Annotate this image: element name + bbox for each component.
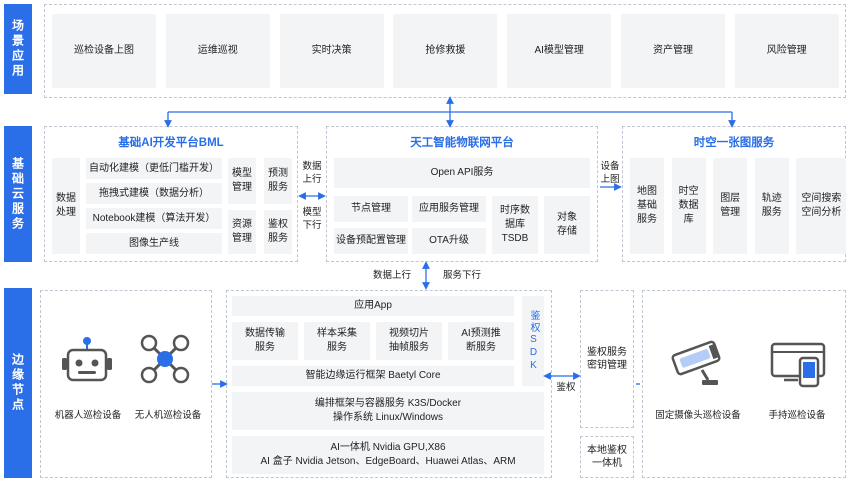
side-label-edge: 边缘节点 xyxy=(4,288,32,478)
map-item: 图层 管理 xyxy=(713,158,748,254)
edge-orchestration-os: 编排框架与容器服务 K3S/Docker 操作系统 Linux/Windows xyxy=(232,392,544,430)
map-item: 轨迹 服务 xyxy=(754,158,789,254)
scene-item: AI模型管理 xyxy=(507,14,612,88)
auth-link-label: 鉴权 xyxy=(556,382,576,393)
cloud-edge-up-label: 数据上行 xyxy=(372,270,411,281)
edge-auth-sdk: 鉴权SDK xyxy=(522,296,544,386)
map-item: 空间搜索 空间分析 xyxy=(796,158,847,254)
scene-item: 风险管理 xyxy=(734,14,839,88)
edge-module: 视频切片 抽帧服务 xyxy=(376,322,442,360)
edge-module: 样本采集 服务 xyxy=(304,322,370,360)
side-label-cloud: 基础云服务 xyxy=(4,126,32,262)
bml-predict-service: 预测 服务 xyxy=(264,158,292,204)
scene-item: 抢修救援 xyxy=(393,14,498,88)
iot-map-link-label: 设备 上图 xyxy=(600,161,620,185)
map-item: 地图 基础 服务 xyxy=(630,158,664,254)
bml-iot-up-label: 数据 上行 xyxy=(302,161,322,185)
local-auth-label: 本地鉴权 一体机 xyxy=(587,445,627,469)
bml-list-item: Notebook建模（算法开发） xyxy=(86,208,222,229)
edge-module: AI预测推 断服务 xyxy=(448,322,514,360)
edge-orchestration: 编排框架与容器服务 K3S/Docker xyxy=(314,398,462,409)
map-item: 时空 数据 库 xyxy=(671,158,706,254)
iot-ota: OTA升级 xyxy=(412,228,486,254)
cloud-edge-down-label: 服务下行 xyxy=(442,270,481,281)
robot-label: 机器人巡检设备 xyxy=(54,410,122,421)
bml-title: 基础AI开发平台BML xyxy=(118,137,224,149)
iot-object-storage: 对象 存储 xyxy=(544,196,590,254)
handheld-label: 手持巡检设备 xyxy=(768,410,826,421)
camera-icon xyxy=(668,336,724,390)
scene-item: 运维巡视 xyxy=(165,14,270,88)
bml-iot-down-label: 模型 下行 xyxy=(302,207,322,231)
edge-left-panel xyxy=(40,290,212,478)
drone-label: 无人机巡检设备 xyxy=(134,410,202,421)
iot-open-api: Open API服务 xyxy=(334,158,590,188)
auth-key-label: 鉴权服务 密钥管理 xyxy=(587,347,627,371)
bml-list-item: 图像生产线 xyxy=(86,233,222,254)
edge-runtime: 智能边缘运行框架 Baetyl Core xyxy=(232,366,514,386)
map-title: 时空一张图服务 xyxy=(693,137,775,149)
edge-module: 数据传输 服务 xyxy=(232,322,298,360)
edge-right-panel xyxy=(642,290,846,478)
scene-panel xyxy=(44,4,846,98)
bml-model-manage: 模型 管理 xyxy=(228,158,256,204)
edge-hardware-line2: AI 盒子 Nvidia Jetson、EdgeBoard、Huawei Atl… xyxy=(260,456,516,467)
edge-os: 操作系统 Linux/Windows xyxy=(332,412,444,423)
local-auth-panel xyxy=(580,436,634,478)
scene-item: 资产管理 xyxy=(621,14,725,88)
side-label-scene: 场景应用 xyxy=(4,4,32,94)
bml-data-process: 数据 处理 xyxy=(52,158,80,254)
bml-list-item: 自动化建模（更低门槛开发） xyxy=(86,158,222,179)
bml-resource-manage: 资源 管理 xyxy=(228,210,256,254)
scene-item: 实时决策 xyxy=(279,14,384,88)
iot-tsdb: 时序数 据库 TSDB xyxy=(492,196,538,254)
drone-icon xyxy=(138,332,192,386)
bml-list-item: 拖拽式建模（数据分析） xyxy=(86,183,222,204)
handheld-icon xyxy=(770,340,826,388)
scene-item: 巡检设备上图 xyxy=(52,14,156,88)
robot-icon xyxy=(60,336,114,386)
camera-label: 固定摄像头巡检设备 xyxy=(655,410,741,421)
edge-hardware: AI一体机 Nvidia GPU,X86 AI 盒子 Nvidia Jetson… xyxy=(232,436,544,474)
iot-panel xyxy=(326,126,598,262)
iot-title: 天工智能物联网平台 xyxy=(410,137,514,149)
bml-auth-service: 鉴权 服务 xyxy=(264,210,292,254)
iot-node-manage: 节点管理 xyxy=(334,196,408,222)
edge-hardware-line1: AI一体机 Nvidia GPU,X86 xyxy=(330,442,446,453)
edge-app: 应用App xyxy=(232,296,514,316)
iot-app-service-manage: 应用服务管理 xyxy=(412,196,486,222)
auth-key-panel xyxy=(580,290,634,428)
iot-device-config: 设备预配置管理 xyxy=(334,228,408,254)
